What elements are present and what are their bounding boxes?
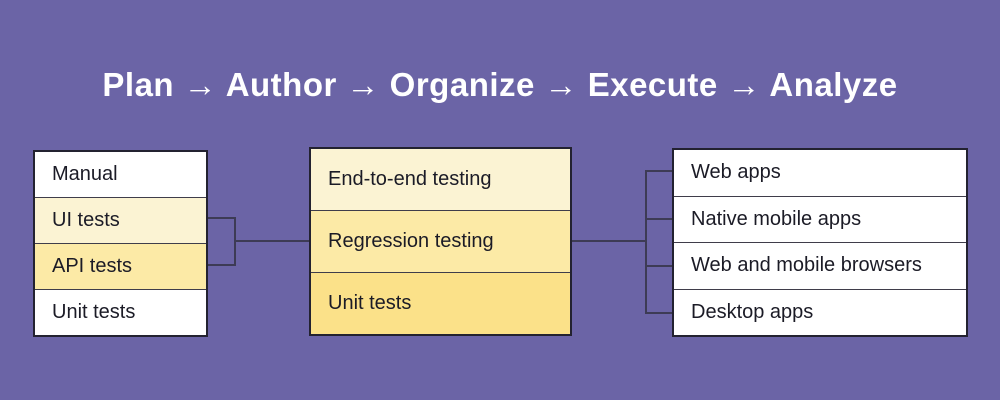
left-bracket-connector [208,217,311,266]
row-native-mobile-apps: Native mobile apps [674,195,966,242]
testing-levels-box: End-to-end testing Regression testing Un… [309,147,572,336]
row-web-apps: Web apps [674,150,966,196]
row-regression-testing: Regression testing [311,210,570,272]
test-types-box: Manual UI tests API tests Unit tests [33,150,208,337]
row-api-tests: API tests [35,243,206,289]
row-unit-tests: Unit tests [35,289,206,335]
right-bracket-connector [570,170,674,314]
row-manual: Manual [35,152,206,197]
row-end-to-end-testing: End-to-end testing [311,149,570,210]
row-ui-tests: UI tests [35,197,206,243]
row-unit-tests-level: Unit tests [311,272,570,334]
workflow-title: Plan → Author → Organize → Execute → Ana… [102,66,898,103]
row-web-and-mobile-browsers: Web and mobile browsers [674,242,966,289]
platforms-box: Web apps Native mobile apps Web and mobi… [672,148,968,337]
row-desktop-apps: Desktop apps [674,288,966,335]
